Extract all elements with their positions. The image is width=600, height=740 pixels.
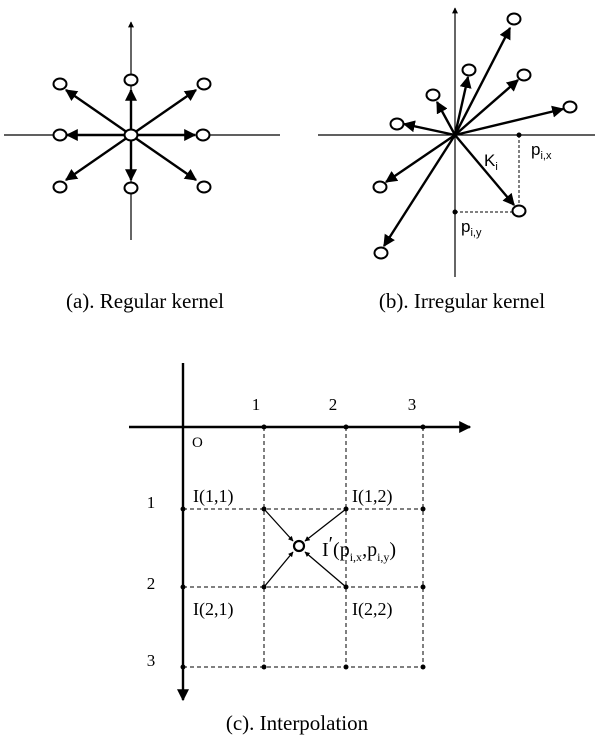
- node: [420, 664, 426, 670]
- y-tick-2: 2: [147, 574, 156, 593]
- x-tick-1: 1: [252, 395, 261, 414]
- node: [180, 664, 186, 670]
- arrow-from-i12: [304, 508, 347, 542]
- cell-label-i11: I(1,1): [193, 486, 233, 507]
- interpolated-point: [292, 539, 306, 553]
- node: [420, 506, 426, 512]
- panel-b-irregular-kernel: Ki pi,x pi,y (b). Irregular kernel: [318, 7, 595, 313]
- point-e: [195, 128, 211, 142]
- arrow-8: [382, 134, 457, 248]
- point-w: [52, 128, 68, 142]
- arrow-ne: [130, 89, 197, 136]
- arrow-3: [454, 105, 565, 137]
- point-nw: [52, 77, 68, 91]
- arrow-5: [435, 100, 457, 136]
- arrow-ki: [454, 134, 515, 206]
- arrow-from-i11: [263, 508, 294, 542]
- point-2: [516, 68, 532, 82]
- interpolated-label: I′(pi,x,pi,y): [322, 533, 396, 564]
- node: [343, 424, 349, 430]
- arrow-se: [130, 134, 197, 181]
- arrow-7: [385, 134, 456, 183]
- interpolation-arrows: [263, 508, 347, 588]
- arrow-4: [453, 75, 472, 136]
- panel-a-regular-kernel: (a). Regular kernel: [4, 21, 280, 313]
- arrow-from-i21: [263, 551, 294, 588]
- point-ne: [196, 77, 212, 91]
- py-label: pi,y: [461, 217, 482, 239]
- point-sw: [52, 180, 68, 194]
- point-se: [196, 180, 212, 194]
- point-6: [389, 117, 405, 131]
- panel-c-interpolation: O 1 2 3 1 2 3 I(1,1) I(1,2) I(2,1) I(2,2…: [129, 363, 472, 735]
- origin-label: O: [192, 435, 203, 451]
- y-tick-1: 1: [147, 493, 156, 512]
- y-tick-3: 3: [147, 651, 156, 670]
- point-s: [123, 181, 139, 195]
- point-7: [372, 180, 388, 194]
- point-5: [425, 88, 441, 102]
- node: [180, 506, 186, 512]
- point-4: [461, 63, 477, 77]
- py-dot: [452, 209, 458, 215]
- node: [261, 424, 267, 430]
- arrow-from-i22: [304, 551, 347, 588]
- arrow-sw: [65, 134, 132, 181]
- point-center: [123, 128, 139, 142]
- arrow-1: [453, 26, 512, 136]
- node: [180, 584, 186, 590]
- irregular-kernel-points: [372, 12, 578, 260]
- point-1: [506, 12, 522, 26]
- arrow-6: [402, 120, 456, 137]
- cell-label-i12: I(1,2): [352, 486, 392, 507]
- kernel-label: Ki: [484, 151, 498, 173]
- cell-label-i22: I(2,2): [352, 599, 392, 620]
- px-label: pi,x: [531, 140, 552, 162]
- px-dot: [516, 132, 522, 138]
- regular-kernel-points: [52, 73, 212, 195]
- caption-b: (b). Irregular kernel: [379, 289, 545, 313]
- node: [420, 424, 426, 430]
- x-tick-2: 2: [329, 395, 338, 414]
- point-3: [562, 100, 578, 114]
- arrow-nw: [65, 89, 132, 136]
- node: [343, 664, 349, 670]
- point-n: [123, 73, 139, 87]
- point-8: [373, 246, 389, 260]
- node: [261, 664, 267, 670]
- caption-a: (a). Regular kernel: [66, 289, 224, 313]
- cell-label-i21: I(2,1): [193, 599, 233, 620]
- point-ki: [511, 204, 527, 218]
- x-tick-3: 3: [408, 395, 417, 414]
- arrow-2: [454, 79, 519, 136]
- projection-lines: [455, 135, 520, 213]
- grid-lines: [183, 427, 424, 668]
- node: [420, 584, 426, 590]
- caption-c: (c). Interpolation: [226, 711, 369, 735]
- regular-kernel-arrows: [65, 88, 197, 182]
- irregular-kernel-arrows: [382, 26, 565, 248]
